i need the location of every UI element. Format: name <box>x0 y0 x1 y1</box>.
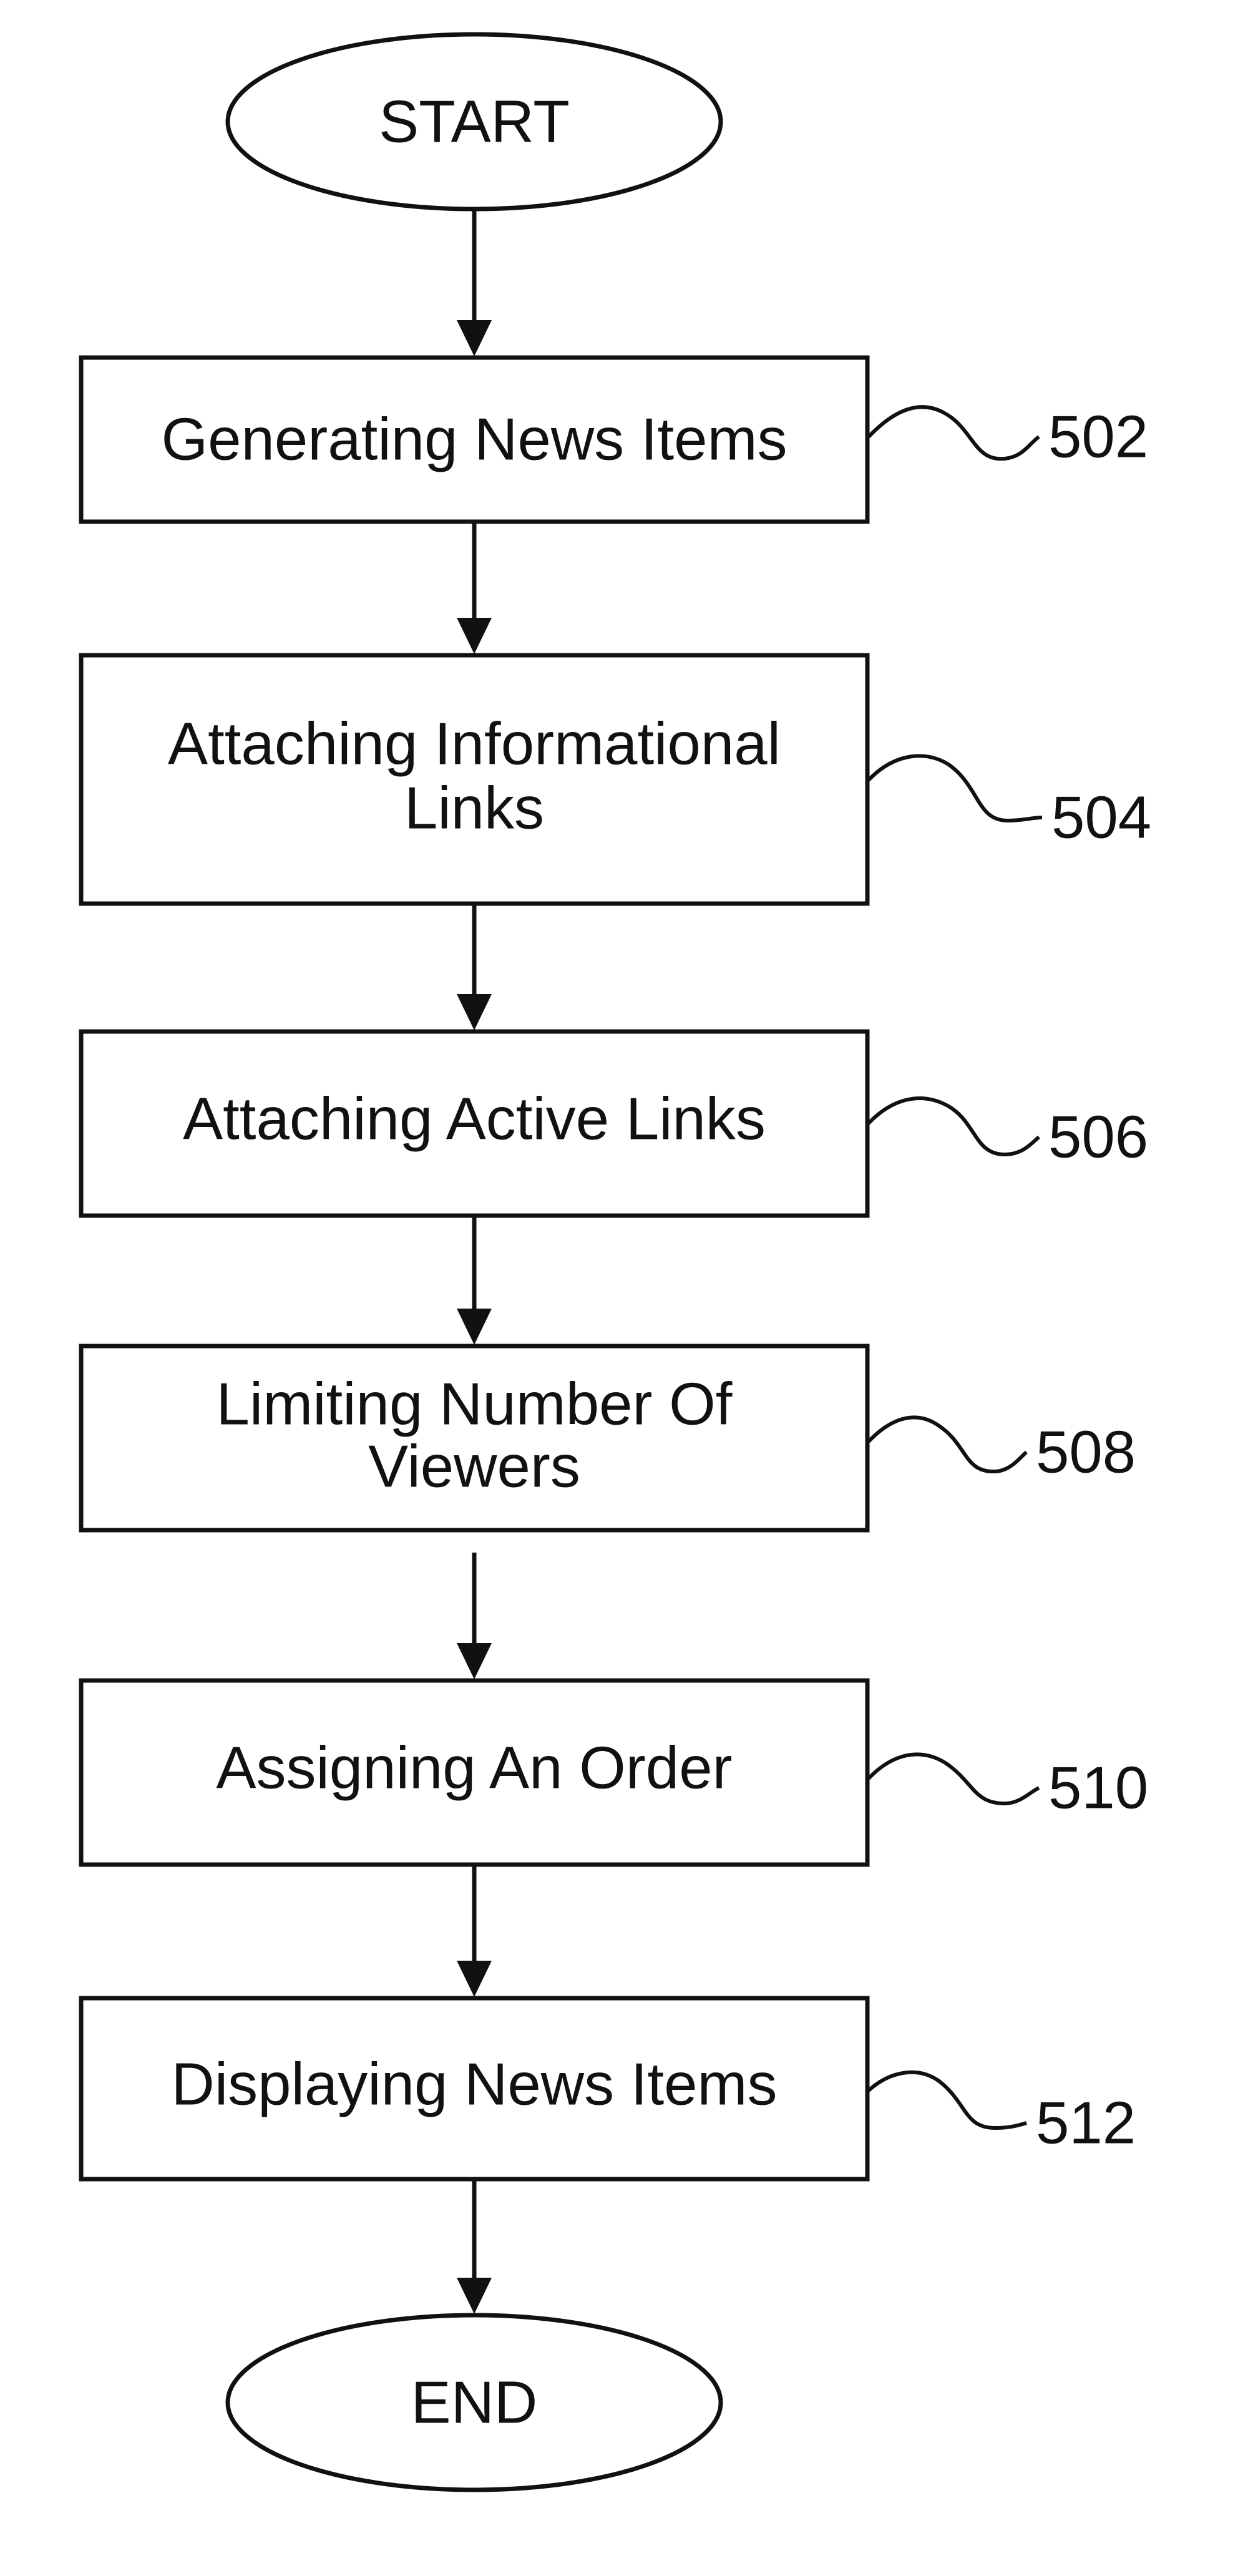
step-assigning-an-order: Assigning An Order 510 <box>79 1678 1148 1867</box>
step-limiting-number-of-viewers: Limiting Number Of Viewers 508 <box>79 1344 1136 1533</box>
step-label-line: Displaying News Items <box>172 2051 778 2118</box>
arrow-512-to-end <box>457 2179 492 2314</box>
arrow-506-to-508 <box>457 1216 492 1345</box>
arrow-start-to-502 <box>457 209 492 356</box>
arrow-504-to-506 <box>457 904 492 1030</box>
step-displaying-news-items: Displaying News Items 512 <box>79 1996 1136 2182</box>
leader-line-506 <box>867 1096 1040 1157</box>
start-label: START <box>379 89 570 155</box>
leader-line-512 <box>867 2070 1027 2130</box>
arrow-510-to-512 <box>457 1865 492 1997</box>
ref-number-506: 506 <box>1048 1104 1148 1171</box>
step-label-line: Assigning An Order <box>216 1735 732 1802</box>
ref-number-502: 502 <box>1048 404 1148 471</box>
end-label: END <box>411 2369 538 2436</box>
step-attaching-active-links: Attaching Active Links 506 <box>79 1029 1148 1218</box>
end-terminal: END <box>225 2313 723 2492</box>
connectors <box>457 209 492 2314</box>
leader-line-504 <box>867 754 1043 823</box>
leader-line-510 <box>867 1752 1040 1806</box>
ref-number-504: 504 <box>1051 784 1151 851</box>
ref-number-508: 508 <box>1036 1419 1136 1486</box>
step-label-line: Viewers <box>368 1433 580 1500</box>
step-label-line: Attaching Informational <box>168 711 781 778</box>
step-generating-news-items: Generating News Items 502 <box>79 355 1148 524</box>
leader-line-502 <box>867 405 1040 461</box>
arrow-502-to-504 <box>457 522 492 654</box>
arrow-508-to-510 <box>457 1553 492 1679</box>
step-attaching-informational-links: Attaching Informational Links 504 <box>79 653 1151 906</box>
step-label-line: Attaching Active Links <box>183 1086 766 1153</box>
leader-line-508 <box>867 1415 1028 1474</box>
start-terminal: START <box>225 32 723 212</box>
ref-number-510: 510 <box>1048 1755 1148 1822</box>
step-label-line: Generating News Items <box>161 406 787 473</box>
step-label-line: Links <box>404 775 544 842</box>
ref-number-512: 512 <box>1036 2090 1136 2157</box>
step-label-line: Limiting Number Of <box>217 1371 733 1438</box>
